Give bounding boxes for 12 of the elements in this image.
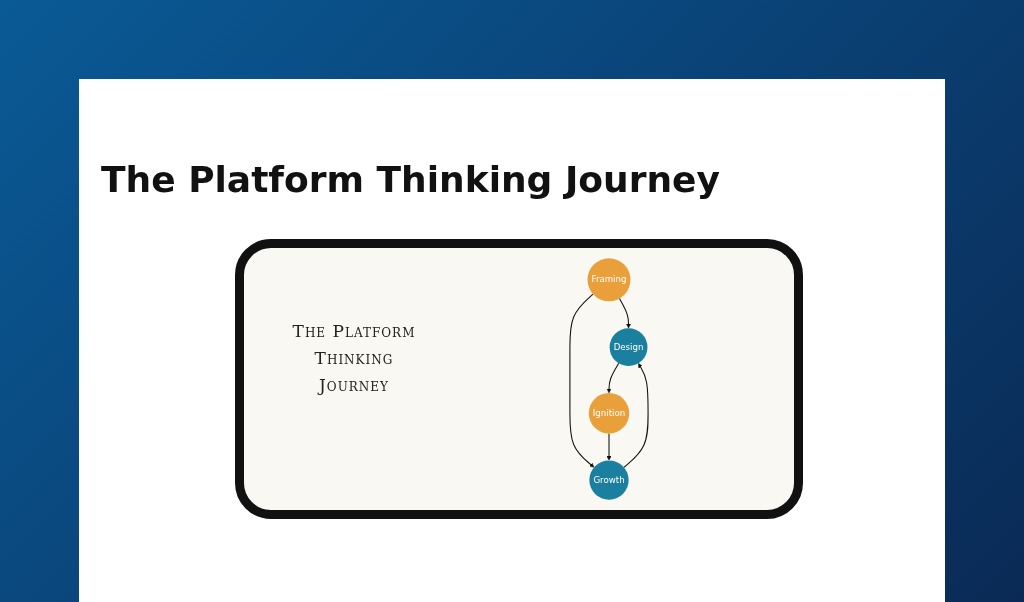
node-circle [609, 328, 648, 367]
node-circle [587, 258, 631, 302]
node-circle [589, 460, 629, 500]
arrow [606, 362, 620, 394]
page-title: The Platform Thinking Journey [101, 159, 720, 200]
node-circle [588, 393, 630, 434]
arrow [623, 363, 649, 468]
phone-caption: The Platform Thinking Journey [291, 320, 417, 398]
arrow [618, 298, 631, 329]
phone-frame: The Platform Thinking Journey Framing Design Ignition Growth [235, 239, 803, 519]
arrow [606, 432, 612, 461]
arrow [569, 293, 595, 468]
